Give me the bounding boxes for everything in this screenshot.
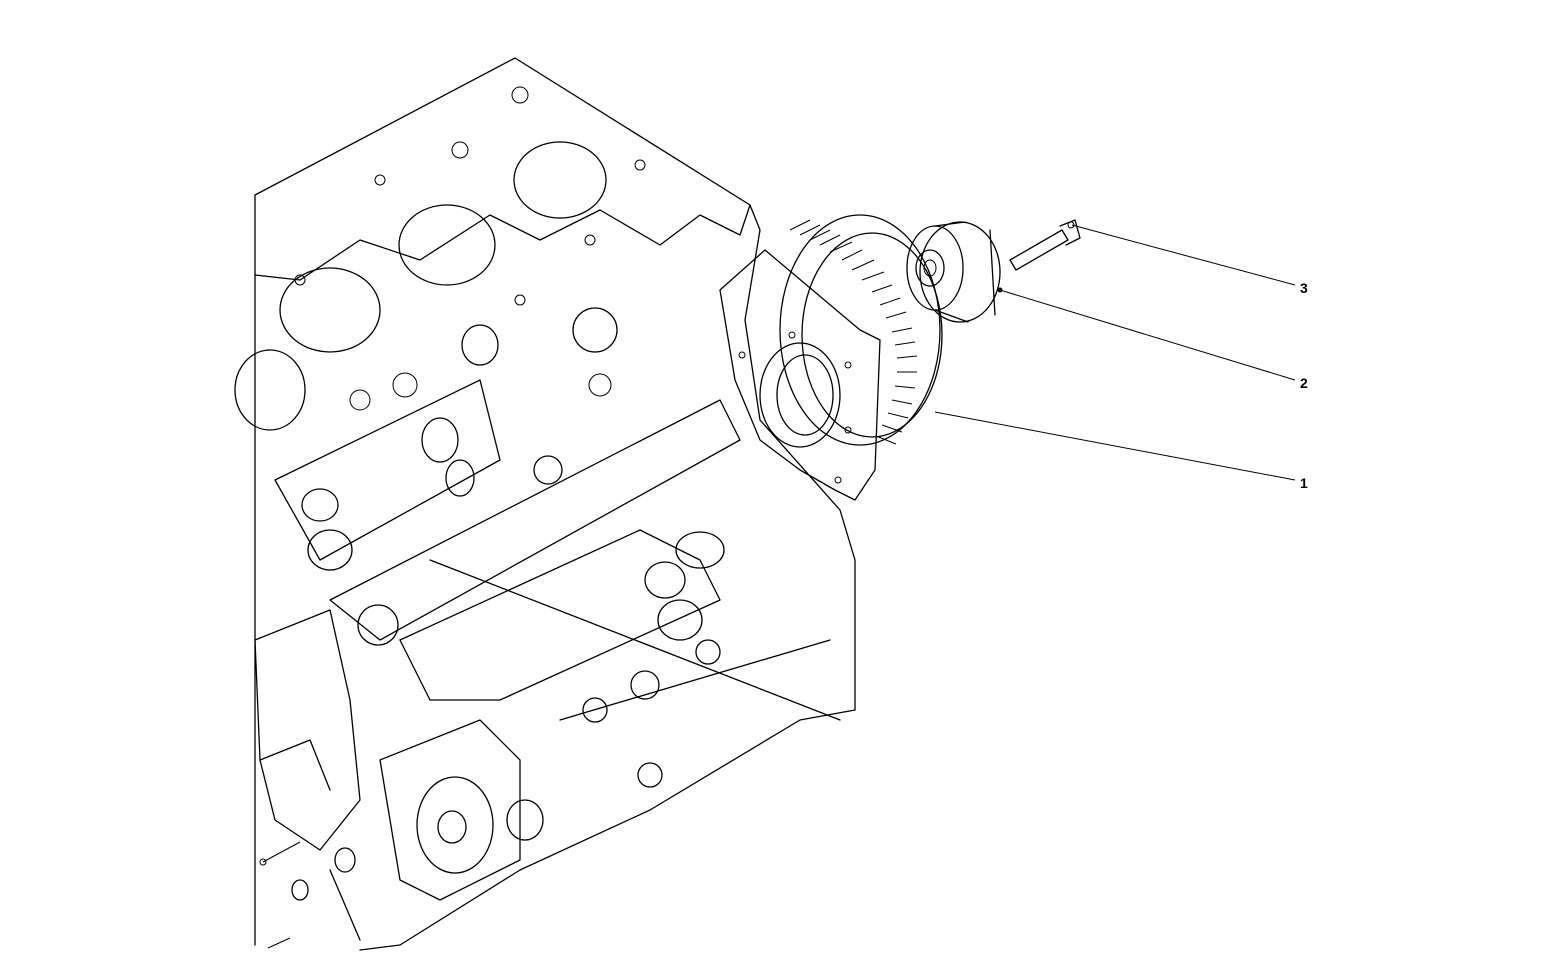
callout-label-2: 2 <box>1300 375 1308 391</box>
callout-label-1: 1 <box>1300 475 1308 491</box>
gear-hub <box>906 221 1001 323</box>
engine-block <box>234 57 881 951</box>
leader-line-3 <box>1071 224 1296 286</box>
leader-lines <box>934 224 1296 481</box>
bolt <box>1009 219 1081 271</box>
idler-gear <box>779 214 943 446</box>
leader-line-1 <box>934 411 1296 481</box>
callout-label-3: 3 <box>1300 280 1308 296</box>
leader-line-2 <box>999 289 1296 381</box>
